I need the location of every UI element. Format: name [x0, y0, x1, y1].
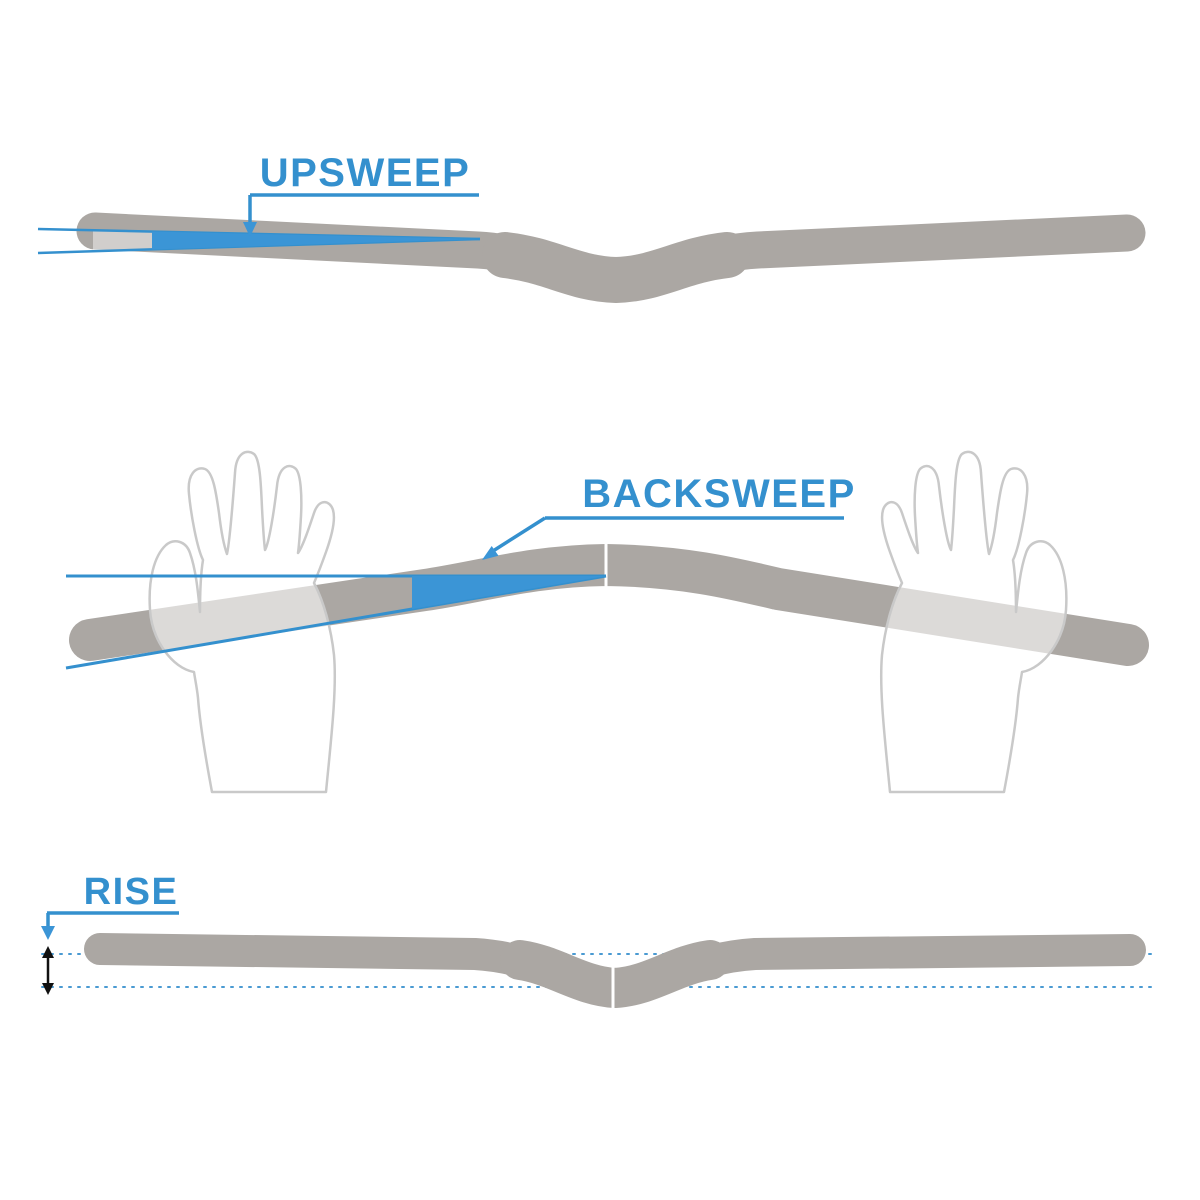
upsweep-label: UPSWEEP: [260, 151, 471, 195]
rise-arrowhead-icon: [41, 926, 55, 940]
upsweep-arrowhead-icon: [243, 222, 257, 237]
handlebar-clamp-bulge-rise: [500, 940, 730, 1008]
left-hand-outline: [148, 450, 337, 794]
backsweep-label: BACKSWEEP: [582, 472, 856, 516]
rise-measure-arrowhead-up-icon: [42, 946, 54, 958]
grip-highlight: [93, 230, 152, 252]
handlebar-clamp-bulge: [482, 232, 750, 303]
rise-diagram: RISE: [41, 871, 1159, 1010]
backsweep-arrow-line: [492, 516, 546, 553]
upsweep-diagram: UPSWEEP: [37, 151, 1146, 303]
backsweep-diagram: BACKSWEEP: [65, 450, 1149, 794]
right-hand-outline: [879, 450, 1068, 794]
upsweep-angle-wedge: [152, 231, 480, 250]
backsweep-arrowhead-icon: [482, 546, 499, 560]
backsweep-reference-line-axis: [65, 574, 607, 670]
rise-measure-arrowhead-down-icon: [42, 983, 54, 995]
backsweep-angle-wedge: [412, 576, 606, 609]
rise-label: RISE: [84, 871, 179, 913]
